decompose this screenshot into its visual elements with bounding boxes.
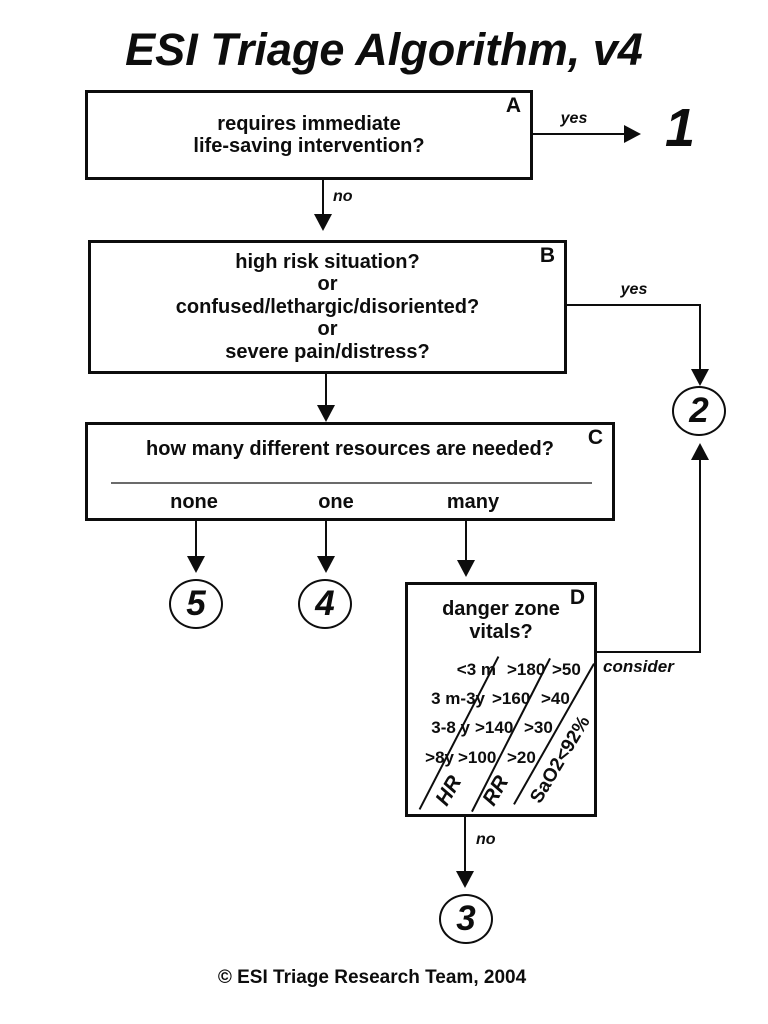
box-c-letter: C bbox=[587, 426, 603, 449]
box-b-letter: B bbox=[539, 244, 555, 267]
vitals-age-row1: <3 m bbox=[456, 660, 496, 679]
connector-consider-hline bbox=[597, 651, 701, 654]
vitals-rr-row4: >20 bbox=[507, 748, 536, 767]
connector-b-yes-vline bbox=[698, 304, 701, 370]
vitals-hr-row2: >160 bbox=[492, 689, 531, 708]
box-b-line-3: confused/lethargic/disoriented? bbox=[175, 295, 480, 318]
page-title: ESI Triage Algorithm, v4 bbox=[125, 24, 643, 75]
arrowhead-d-no bbox=[456, 871, 474, 888]
arrowhead-b-yes bbox=[691, 369, 709, 386]
arrowhead-a-no bbox=[314, 214, 332, 231]
outcome-esi-4: 4 bbox=[298, 579, 352, 629]
connector-b-yes-hline bbox=[567, 304, 701, 307]
label-yes-a: yes bbox=[560, 110, 588, 127]
box-a-line-1: requires immediate bbox=[217, 112, 401, 135]
box-d-title: danger zone vitals? bbox=[408, 598, 594, 644]
vitals-age-row2: 3 m-3y bbox=[431, 689, 485, 708]
connector-a-no-line bbox=[322, 180, 325, 216]
decision-box-b: B high risk situation? or confused/letha… bbox=[88, 240, 567, 374]
outcome-esi-1: 1 bbox=[664, 98, 696, 158]
arrowhead-c-none bbox=[187, 556, 205, 573]
box-c-option-none: none bbox=[170, 491, 218, 513]
outcome-esi-3: 3 bbox=[439, 894, 493, 944]
connector-consider-vline bbox=[698, 458, 701, 653]
box-c-question: how many different resources are needed? bbox=[146, 438, 554, 460]
connector-a-yes-line bbox=[533, 133, 626, 136]
label-consider: consider bbox=[603, 657, 674, 676]
vitals-hr-row1: >180 bbox=[507, 660, 546, 679]
vitals-axis-rr-label: RR bbox=[478, 771, 514, 810]
box-b-line-5: severe pain/distress? bbox=[225, 340, 430, 363]
label-no-d: no bbox=[476, 831, 496, 848]
box-b-text: high risk situation? or confused/letharg… bbox=[91, 243, 564, 371]
decision-box-a: A requires immediate life-saving interve… bbox=[85, 90, 533, 180]
outcome-esi-2: 2 bbox=[672, 386, 726, 436]
vitals-rr-row3: >30 bbox=[524, 718, 553, 737]
vitals-hr-row3: >140 bbox=[475, 718, 514, 737]
decision-box-c: C how many different resources are neede… bbox=[85, 422, 615, 521]
connector-c-none-line bbox=[194, 521, 198, 558]
box-b-line-2: or bbox=[317, 273, 338, 296]
label-yes-b: yes bbox=[620, 281, 648, 298]
box-c-separator bbox=[111, 482, 592, 484]
outcome-esi-4-number: 4 bbox=[315, 584, 335, 623]
box-c-option-one: one bbox=[318, 491, 354, 513]
arrowhead-consider bbox=[691, 443, 709, 460]
vitals-rr-row1: >50 bbox=[552, 660, 581, 679]
arrowhead-b-c bbox=[317, 405, 335, 422]
outcome-esi-5: 5 bbox=[169, 579, 223, 629]
outcome-esi-3-number: 3 bbox=[456, 899, 476, 938]
arrowhead-c-one bbox=[317, 556, 335, 573]
box-a-line-2: life-saving intervention? bbox=[193, 135, 425, 157]
decision-box-d: D danger zone vitals? <3 m >180 >50 3 m-… bbox=[405, 582, 597, 817]
outcome-esi-2-number: 2 bbox=[689, 391, 709, 430]
box-d-title-line-2: vitals? bbox=[469, 621, 533, 643]
box-d-letter: D bbox=[569, 586, 585, 609]
box-b-line-1: high risk situation? bbox=[235, 250, 420, 273]
box-a-letter: A bbox=[505, 94, 521, 117]
copyright-text: © ESI Triage Research Team, 2004 bbox=[217, 967, 527, 988]
vitals-rr-row2: >40 bbox=[541, 689, 570, 708]
vitals-hr-row4: >100 bbox=[458, 748, 497, 767]
arrowhead-c-many bbox=[457, 560, 475, 577]
box-a-text: requires immediate life-saving intervent… bbox=[88, 93, 530, 177]
connector-c-one-line bbox=[324, 521, 328, 558]
connector-d-no-line bbox=[464, 817, 467, 873]
connector-c-many-line bbox=[464, 521, 468, 562]
label-no-a: no bbox=[333, 188, 353, 205]
box-c-option-many: many bbox=[446, 491, 500, 513]
box-b-line-4: or bbox=[317, 318, 338, 341]
box-d-title-line-1: danger zone bbox=[442, 598, 560, 620]
arrowhead-a-yes bbox=[624, 125, 641, 143]
connector-b-c-line bbox=[324, 374, 328, 407]
outcome-esi-5-number: 5 bbox=[186, 584, 206, 623]
